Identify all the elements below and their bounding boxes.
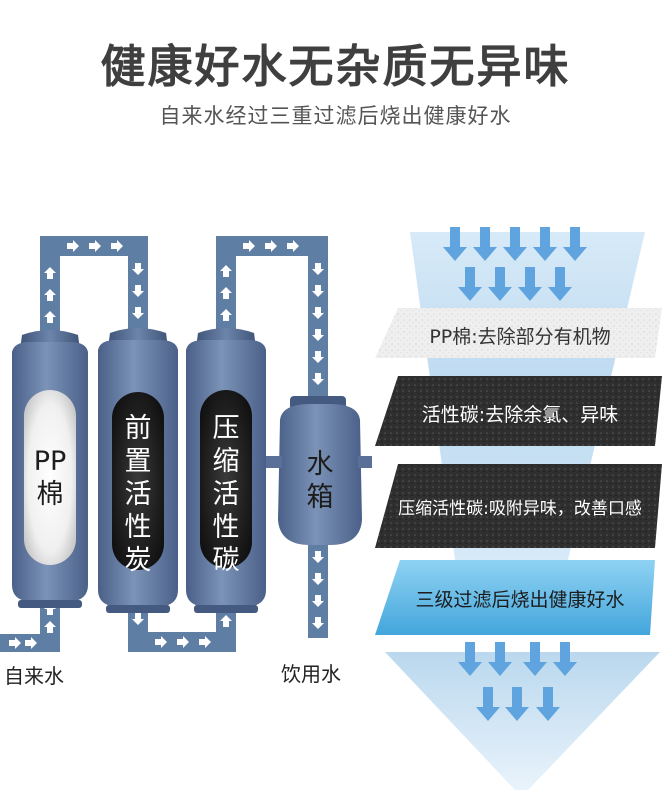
compressed-carbon-filter <box>186 328 266 613</box>
water-tank <box>266 396 372 545</box>
pp-filter-label: PP棉 <box>33 446 67 510</box>
pre-carbon-core <box>112 392 164 570</box>
tank-label: 水箱 <box>306 449 334 513</box>
pp-cotton-core <box>24 390 76 565</box>
outflow-funnel <box>385 652 660 790</box>
carbon-layer <box>375 376 662 446</box>
page-subtitle: 自来水经过三重过滤后烧出健康好水 <box>159 104 512 128</box>
page-title: 健康好水无杂质无异味 <box>100 40 571 93</box>
inlet-label: 自来水 <box>4 664 64 688</box>
result-layer-label: 三级过滤后烧出健康好水 <box>415 589 625 611</box>
pp-layer-label: PP棉:去除部分有机物 <box>429 326 611 348</box>
carbon-layer-label: 活性碳:去除余氯、异味 <box>421 404 619 426</box>
pp-cotton-filter <box>12 330 88 608</box>
outlet-label: 饮用水 <box>281 662 341 686</box>
compressed-carbon-filter-label: 压缩活性碳 <box>212 413 240 576</box>
pp-layer <box>375 308 662 358</box>
pre-carbon-filter <box>98 328 178 613</box>
result-layer <box>375 560 655 635</box>
compressed-carbon-layer-label: 压缩活性碳:吸附异味，改善口感 <box>398 499 642 519</box>
pre-carbon-filter-label: 前置活性炭 <box>124 413 152 576</box>
compressed-carbon-layer <box>375 464 662 548</box>
compressed-carbon-core <box>200 390 252 568</box>
